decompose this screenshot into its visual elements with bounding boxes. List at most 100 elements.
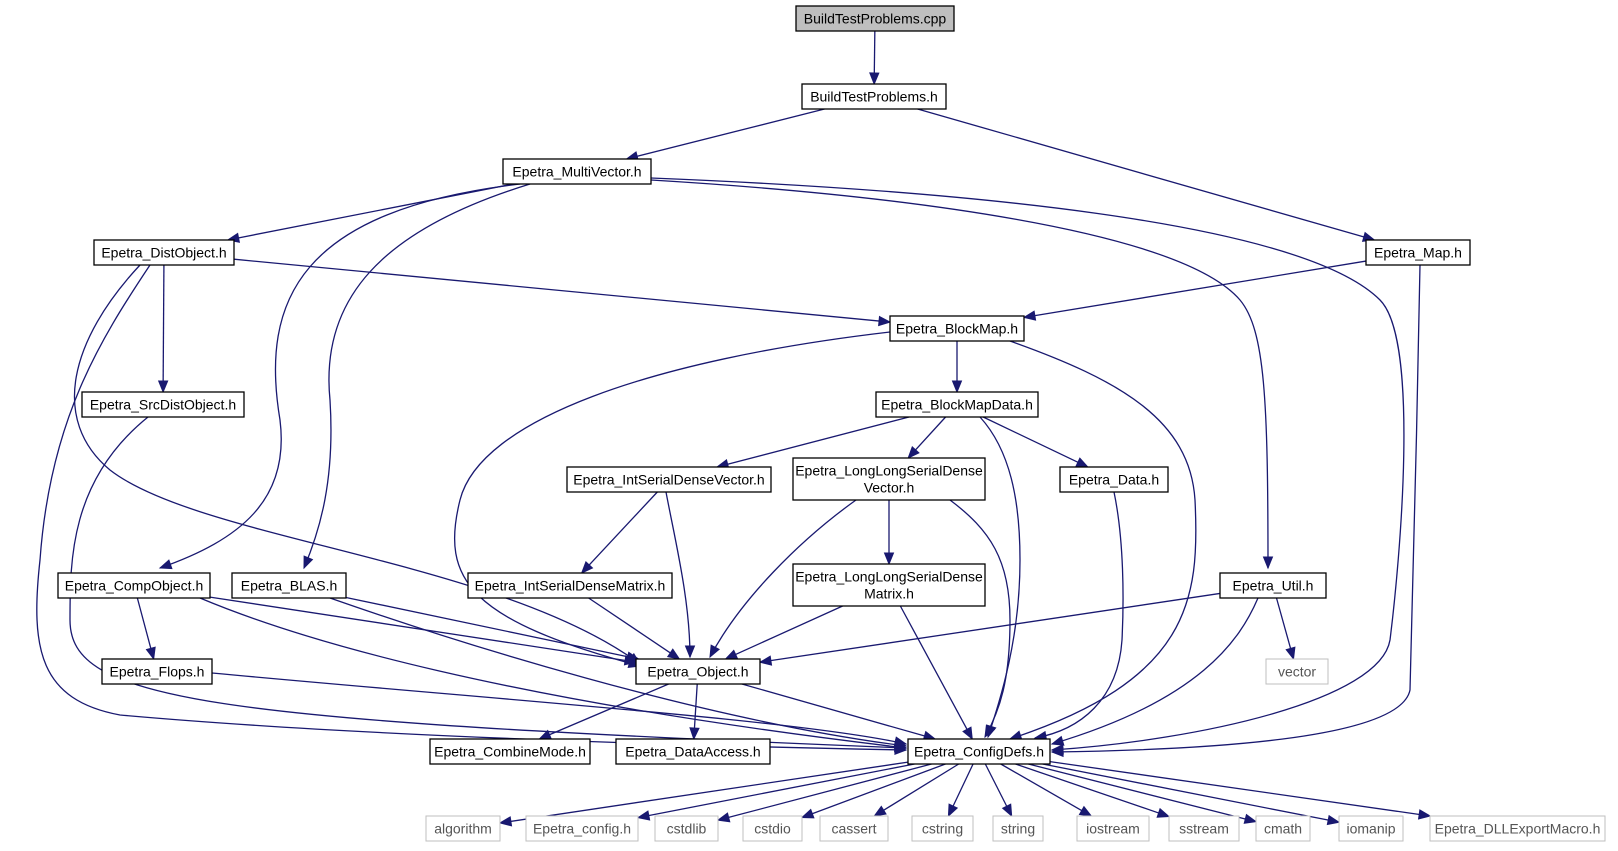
node-cassert[interactable]: cassert <box>819 815 889 842</box>
node-label: Epetra_Util.h <box>1233 578 1314 594</box>
node-box <box>57 572 211 599</box>
edge-arrowhead <box>893 736 908 747</box>
node-algo[interactable]: algorithm <box>425 815 501 842</box>
edge-line <box>1031 260 1367 317</box>
edge-arrowhead <box>962 726 973 741</box>
edge-map-to-bmap <box>1022 260 1367 321</box>
edge-line <box>586 491 658 568</box>
node-box <box>795 5 955 32</box>
edge-line <box>693 683 698 732</box>
node-cstdio[interactable]: cstdio <box>742 815 803 842</box>
node-src[interactable]: Epetra_SrcDistObject.h <box>81 391 245 418</box>
edge-mv-to-blas <box>303 183 531 570</box>
edge-cfg-to-cstdlib <box>716 763 932 823</box>
edge-line <box>634 108 825 158</box>
node-iostream[interactable]: iostream <box>1076 815 1150 842</box>
node-ecfg[interactable]: Epetra_config.h <box>525 815 639 842</box>
node-cstring[interactable]: cstring <box>911 815 974 842</box>
node-label: Epetra_DistObject.h <box>101 245 226 261</box>
node-isdm[interactable]: Epetra_IntSerialDenseMatrix.h <box>467 572 673 599</box>
node-box <box>635 658 761 685</box>
node-obj[interactable]: Epetra_Object.h <box>635 658 761 685</box>
node-box <box>101 658 213 685</box>
edge-arrowhead <box>580 561 594 574</box>
edge-arrowhead <box>157 380 169 394</box>
node-dll[interactable]: Epetra_DLLExportMacro.h <box>1429 815 1606 842</box>
edge-line <box>724 416 910 466</box>
edge-mv-to-dist <box>226 183 514 243</box>
node-mv[interactable]: Epetra_MultiVector.h <box>502 158 652 185</box>
node-root[interactable]: BuildTestProblems.cpp <box>795 5 955 32</box>
edge-line <box>645 763 915 817</box>
node-acc[interactable]: Epetra_DataAccess.h <box>615 738 771 765</box>
edge-arrowhead <box>684 645 696 659</box>
edge-arrowhead <box>1050 735 1065 746</box>
edge-line <box>917 108 1367 239</box>
node-isdv[interactable]: Epetra_IntSerialDenseVector.h <box>566 466 772 493</box>
edge-arrowhead <box>1262 556 1274 570</box>
edge-arrowhead <box>800 808 815 819</box>
edge-line <box>880 763 960 813</box>
node-cmath[interactable]: cmath <box>1255 815 1311 842</box>
edge-arrowhead <box>709 644 720 659</box>
node-bmap[interactable]: Epetra_BlockMap.h <box>889 315 1025 342</box>
edge-mv-to-comp <box>158 183 521 570</box>
edge-dist-to-src <box>157 264 169 394</box>
node-iomanip[interactable]: iomanip <box>1338 815 1404 842</box>
node-data[interactable]: Epetra_Data.h <box>1059 466 1169 493</box>
node-label: Epetra_LongLongSerialDense <box>795 569 983 585</box>
node-label: string <box>1001 821 1035 837</box>
node-box <box>425 815 501 842</box>
node-box <box>742 815 803 842</box>
edge-cfg-to-iostream <box>1000 763 1093 817</box>
node-dist[interactable]: Epetra_DistObject.h <box>93 239 235 266</box>
node-box <box>1338 815 1404 842</box>
edge-cfg-to-sstream <box>1015 763 1171 818</box>
edge-arrowhead <box>869 72 880 86</box>
node-box <box>1255 815 1311 842</box>
edge-bmd-to-data <box>982 416 1090 468</box>
node-box <box>819 815 889 842</box>
edge-arrowhead <box>984 724 996 739</box>
edge-flops-to-cfg <box>211 672 908 747</box>
edge-arrowhead <box>1156 807 1171 818</box>
node-blas[interactable]: Epetra_BLAS.h <box>231 572 347 599</box>
node-label: cassert <box>831 821 876 837</box>
node-string[interactable]: string <box>992 815 1044 842</box>
edge-line <box>209 596 629 662</box>
node-cstdlib[interactable]: cstdlib <box>654 815 719 842</box>
node-util[interactable]: Epetra_Util.h <box>1219 572 1327 599</box>
edge-arrowhead <box>724 649 739 660</box>
node-box <box>81 391 245 418</box>
node-label: Epetra_Data.h <box>1069 472 1159 488</box>
node-map[interactable]: Epetra_Map.h <box>1365 239 1471 266</box>
node-btph[interactable]: BuildTestProblems.h <box>801 83 947 110</box>
edge-line <box>211 672 907 745</box>
node-box <box>889 315 1025 342</box>
edge-line <box>1028 763 1249 821</box>
edge-arrowhead <box>1022 310 1037 321</box>
node-box <box>566 466 772 493</box>
node-label: sstream <box>1179 821 1229 837</box>
edge-cfg-to-ecfg <box>636 763 915 821</box>
edge-arrowhead <box>883 552 895 566</box>
node-label: Epetra_SrcDistObject.h <box>90 397 236 413</box>
node-bmd[interactable]: Epetra_BlockMapData.h <box>875 391 1039 418</box>
edge-dist-to-bmap <box>233 258 892 327</box>
edge-line <box>1042 763 1332 822</box>
edge-line <box>159 183 521 569</box>
node-box <box>93 239 235 266</box>
node-comp[interactable]: Epetra_CompObject.h <box>57 572 211 599</box>
edge-line <box>741 683 928 738</box>
edge-root-to-btph <box>869 30 880 86</box>
node-sstream[interactable]: sstream <box>1168 815 1240 842</box>
node-box <box>502 158 652 185</box>
node-flops[interactable]: Epetra_Flops.h <box>101 658 213 685</box>
node-comb[interactable]: Epetra_CombineMode.h <box>429 738 591 765</box>
node-vector[interactable]: vector <box>1265 658 1329 685</box>
edge-line <box>1015 763 1162 815</box>
node-cfg[interactable]: Epetra_ConfigDefs.h <box>907 738 1051 765</box>
nodes-layer: BuildTestProblems.cppBuildTestProblems.h… <box>57 5 1606 842</box>
